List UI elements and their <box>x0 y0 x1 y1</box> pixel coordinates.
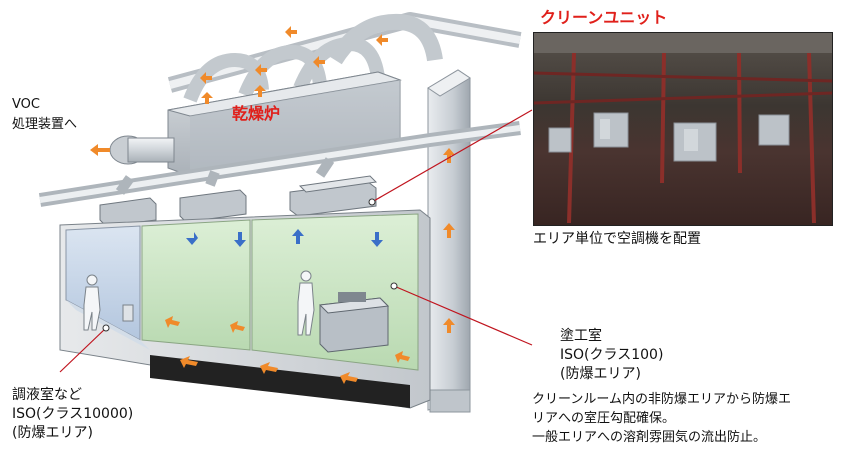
down-arrow-icon <box>186 229 383 247</box>
coating-room-label: 塗工室 <box>560 328 602 344</box>
drying-furnace <box>167 71 402 177</box>
description-line1: クリーンルーム内の非防爆エリアから防爆エ <box>532 392 791 407</box>
coating-room-iso: ISO(クラス100) <box>560 347 664 363</box>
coating-room-explosion: (防爆エリア) <box>560 366 641 382</box>
description-line2: リアへの室圧勾配確保。 <box>532 411 676 426</box>
top-ducts <box>167 12 522 103</box>
mixing-room-explosion: (防爆エリア) <box>12 425 93 441</box>
air-conditioner-unit-icon <box>99 175 378 227</box>
photo-caption: エリア単位で空調機を配置 <box>533 231 701 247</box>
description-line3: 一般エリアへの溶剤雰囲気の流出防止。 <box>532 430 767 445</box>
clean-unit-title: クリーンユニット <box>540 8 668 27</box>
airflow-arrow-icon <box>90 26 455 384</box>
middle-supply-duct <box>38 121 521 207</box>
leader-dots <box>102 198 398 332</box>
mixing-room-iso: ISO(クラス10000) <box>12 406 134 422</box>
vertical-return-duct <box>427 69 471 413</box>
worker-icon <box>83 270 315 336</box>
drying-furnace-label: 乾燥炉 <box>232 104 281 123</box>
clean-unit-photo <box>533 32 833 226</box>
voc-label-line2: 処理装置へ <box>12 117 78 132</box>
leader-lines <box>59 109 533 373</box>
voc-label-line1: VOC <box>12 97 40 112</box>
coating-machine-icon <box>318 292 390 353</box>
clean-room-1 <box>141 219 251 351</box>
mixing-room-label: 調液室など <box>12 387 82 403</box>
voc-exhaust-fan <box>109 135 175 165</box>
